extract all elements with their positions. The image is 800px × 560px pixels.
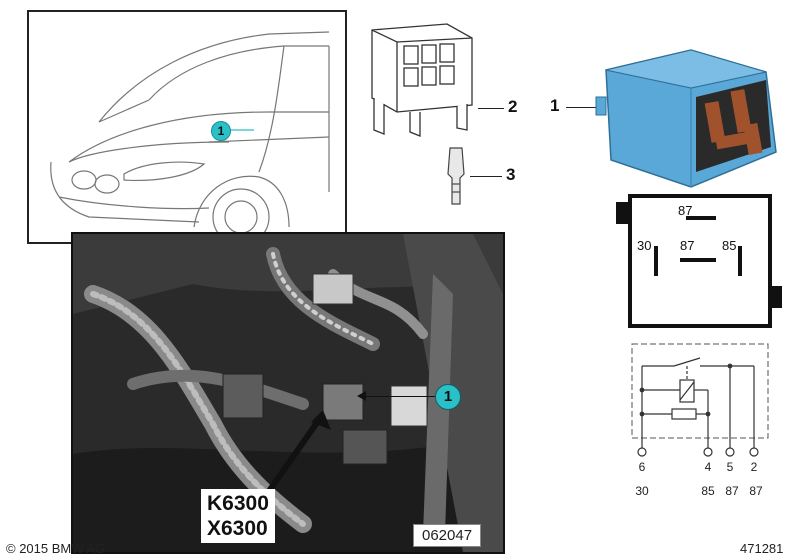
car-location-panel: 1	[27, 10, 347, 246]
location-marker: 1	[211, 121, 231, 141]
connector-leader-line	[478, 108, 504, 109]
schematic-terminal-87a: 87	[725, 484, 739, 498]
photo-callout-arrowhead	[357, 391, 366, 401]
relay-leader-line	[566, 107, 598, 108]
pinout-label-30: 30	[637, 238, 652, 253]
component-code-k6300: K6300	[207, 492, 269, 515]
diagram-id: 471281	[740, 541, 784, 556]
car-outline-drawing	[50, 31, 330, 246]
connector-housing-drawing	[371, 23, 473, 137]
relay-drawing	[595, 49, 777, 188]
photo-callout-marker-label: 1	[443, 388, 453, 405]
schematic-pin-5: 5	[726, 460, 734, 474]
component-code-labels: K6300 X6300	[201, 489, 275, 543]
pinout-label-87-center: 87	[680, 238, 695, 253]
part-number-relay: 1	[550, 96, 560, 115]
schematic-pin-6: 6	[638, 460, 646, 474]
copyright-notice: © 2015 BMW AG	[6, 541, 106, 556]
schematic-terminal-87b: 87	[749, 484, 763, 498]
part-number-terminal: 3	[506, 165, 516, 184]
part-number-connector: 2	[508, 97, 518, 116]
schematic-terminal-30: 30	[635, 484, 649, 498]
installation-photo-panel: 1 K6300 X6300 062047	[71, 232, 505, 554]
schematic-pin-2: 2	[750, 460, 758, 474]
terminal-leader-line	[470, 176, 502, 177]
crimp-terminal-drawing	[447, 147, 465, 205]
engine-bay-photo	[73, 234, 503, 552]
pinout-label-87-top: 87	[678, 203, 693, 218]
schematic-terminal-85: 85	[701, 484, 715, 498]
relay-schematic	[631, 343, 769, 457]
photo-callout-line	[363, 396, 435, 397]
photo-callout-marker: 1	[435, 384, 461, 410]
relay-pinout-diagram	[616, 194, 782, 328]
location-marker-label: 1	[217, 124, 225, 138]
schematic-pin-4: 4	[704, 460, 712, 474]
pinout-label-85: 85	[722, 238, 737, 253]
component-code-x6300: X6300	[207, 517, 268, 540]
photo-reference-number: 062047	[413, 524, 482, 547]
